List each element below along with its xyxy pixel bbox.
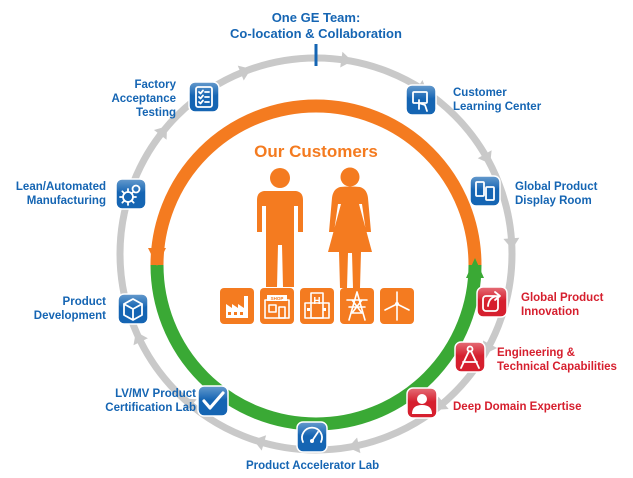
ring-arrowhead xyxy=(347,437,361,454)
ring-arrowhead xyxy=(503,237,520,250)
right-arc-arrowhead xyxy=(466,258,484,278)
ring-arrowhead xyxy=(237,65,251,81)
drafting-compass-icon xyxy=(454,341,486,373)
station-label-global-product-display-room: Global Product Display Room xyxy=(515,180,597,208)
touch-screen-icon xyxy=(405,84,437,116)
ring-arrowhead xyxy=(253,435,267,451)
station-label-line1: Factory xyxy=(134,79,176,91)
team-title: One GE Team: Co-location & Collaboration xyxy=(186,10,446,42)
station-label-line1: Customer xyxy=(453,87,507,99)
station-label-line2: Learning Center xyxy=(453,101,542,113)
gears-icon xyxy=(115,178,147,210)
station-label-line3: Testing xyxy=(135,107,176,119)
station-label-customer-learning-center: Customer Learning Center xyxy=(453,86,541,114)
ring-arrowhead xyxy=(477,150,492,164)
customer-segment-tiles: SHOP H xyxy=(220,288,414,324)
station-label-line1: Product Accelerator Lab xyxy=(246,460,380,472)
station-label-line2: Innovation xyxy=(521,306,580,318)
station-label-global-product-innovation: Global Product Innovation xyxy=(521,291,603,319)
station-label-line1: Deep Domain Expertise xyxy=(453,401,582,413)
ring-arrowhead xyxy=(435,396,449,410)
team-title-line1: One GE Team: xyxy=(271,10,361,25)
station-label-line2: Manufacturing xyxy=(26,195,106,207)
man-silhouette-icon xyxy=(257,168,303,287)
checkmark-icon xyxy=(197,385,229,417)
station-label-line2: Certification Lab xyxy=(105,402,196,414)
station-label-line1: LV/MV Product xyxy=(115,388,196,400)
our-customers-title: Our Customers xyxy=(254,142,378,161)
woman-silhouette-icon xyxy=(328,167,372,288)
ring-arrowhead xyxy=(340,51,353,68)
ring-arrowhead xyxy=(482,340,498,354)
station-label-line2: Acceptance xyxy=(111,93,176,105)
station-label-product-development: Product Development xyxy=(10,295,106,323)
ring-arrowhead xyxy=(153,126,168,140)
station-label-certification-lab: LV/MV Product Certification Lab xyxy=(60,387,196,415)
station-label-line2: Technical Capabilities xyxy=(497,361,617,373)
team-title-line2: Co-location & Collaboration xyxy=(230,26,402,41)
station-label-product-accelerator-lab: Product Accelerator Lab xyxy=(246,459,379,473)
station-label-deep-domain-expertise: Deep Domain Expertise xyxy=(453,400,581,414)
station-label-factory-acceptance-testing: Factory Acceptance Testing xyxy=(80,78,176,120)
left-arc-arrowhead xyxy=(148,248,166,266)
station-label-line1: Product xyxy=(62,296,106,308)
share-arrow-icon xyxy=(476,286,508,318)
station-label-lean-manufacturing: Lean/Automated Manufacturing xyxy=(0,180,106,208)
checklist-icon xyxy=(188,81,220,113)
wind-turbine-icon xyxy=(380,288,414,324)
expert-person-icon xyxy=(406,387,438,419)
transmission-tower-icon xyxy=(340,288,374,324)
shop-sign-text: SHOP xyxy=(271,296,284,301)
phone-devices-icon xyxy=(469,175,501,207)
station-badges xyxy=(115,81,508,453)
factory-icon xyxy=(220,288,254,324)
ring-arrowhead xyxy=(183,398,197,412)
station-label-line1: Global Product xyxy=(515,181,598,193)
speedometer-icon xyxy=(296,421,328,453)
customer-feedback-arc xyxy=(150,99,482,266)
station-label-line1: Global Product xyxy=(521,292,604,304)
station-label-line1: Engineering & xyxy=(497,347,575,359)
station-label-engineering-technical: Engineering & Technical Capabilities xyxy=(497,346,617,374)
ring-arrowhead xyxy=(133,331,148,346)
investment-growth-text: INVESTMENT IN GROWTH xyxy=(224,359,408,398)
shop-icon: SHOP xyxy=(260,288,294,324)
cube-icon xyxy=(117,293,149,325)
hospital-icon: H xyxy=(300,288,334,324)
station-label-line2: Development xyxy=(33,310,106,322)
hospital-sign-text: H xyxy=(313,296,320,307)
station-label-line2: Display Room xyxy=(515,195,592,207)
station-label-line1: Lean/Automated xyxy=(15,181,106,193)
